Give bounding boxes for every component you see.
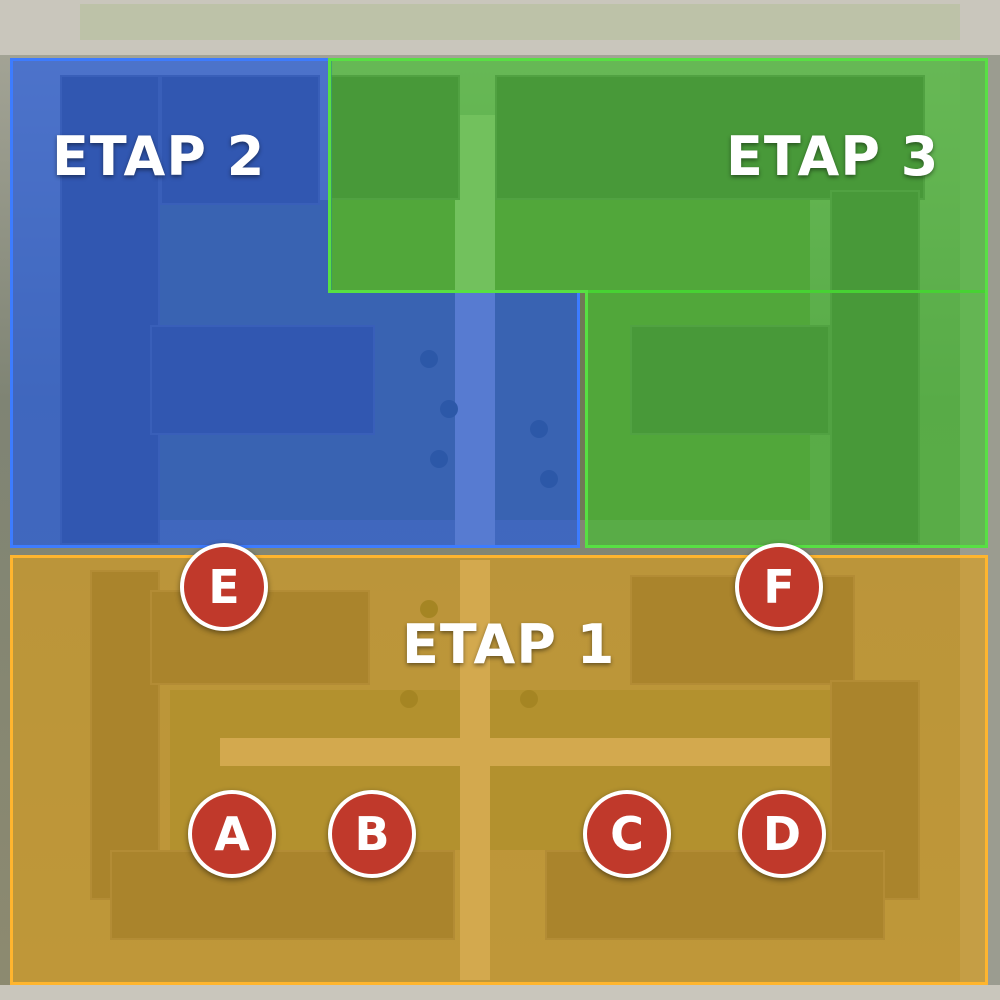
lawn-strip bbox=[80, 4, 960, 40]
building-marker-b[interactable]: B bbox=[328, 790, 416, 878]
stage-zone-etap3-extension bbox=[585, 290, 988, 548]
stage-zone-etap3 bbox=[328, 58, 988, 293]
building-marker-f[interactable]: F bbox=[735, 543, 823, 631]
street-top bbox=[0, 0, 1000, 55]
building-marker-label: A bbox=[214, 807, 250, 861]
stage-zone-etap1 bbox=[10, 555, 988, 985]
building-marker-label: D bbox=[762, 807, 802, 861]
building-marker-label: F bbox=[763, 560, 795, 614]
building-marker-label: C bbox=[610, 807, 644, 861]
stage-label-etap3: ETAP 3 bbox=[726, 125, 940, 188]
building-marker-e[interactable]: E bbox=[180, 543, 268, 631]
building-marker-label: B bbox=[354, 807, 390, 861]
building-marker-d[interactable]: D bbox=[738, 790, 826, 878]
building-marker-a[interactable]: A bbox=[188, 790, 276, 878]
building-marker-c[interactable]: C bbox=[583, 790, 671, 878]
building-marker-label: E bbox=[208, 560, 240, 614]
street-bottom bbox=[0, 985, 1000, 1000]
stage-label-etap2: ETAP 2 bbox=[52, 125, 266, 188]
stage-label-etap1: ETAP 1 bbox=[402, 613, 616, 676]
